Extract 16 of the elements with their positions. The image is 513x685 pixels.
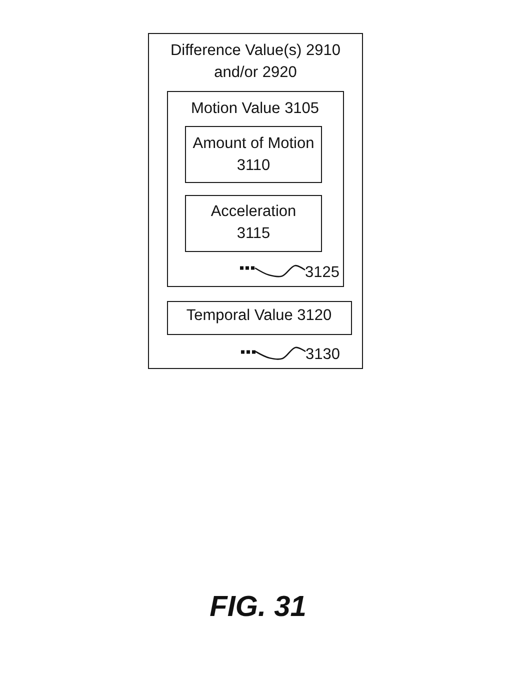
reference-numeral: 3130 [306,346,340,364]
leader-line [254,264,306,278]
item-box [166,300,352,334]
box-title: Motion Value 3105 [190,99,320,119]
box-label: Amount of Motion 3110 [192,134,316,176]
box-label: Acceleration 3115 [210,202,298,244]
box-title: Difference Value(s) 2910 and/or 2920 [169,41,342,83]
group-box [166,90,344,286]
ellipsis-icon [240,350,256,354]
figure-caption: FIG. 31 [210,590,306,624]
ellipsis-icon [240,266,255,270]
reference-numeral: 3125 [305,264,340,282]
outer-frame-box [148,33,363,369]
box-label: Temporal Value 3120 [186,306,332,326]
item-box [185,126,322,183]
item-box [185,195,322,252]
